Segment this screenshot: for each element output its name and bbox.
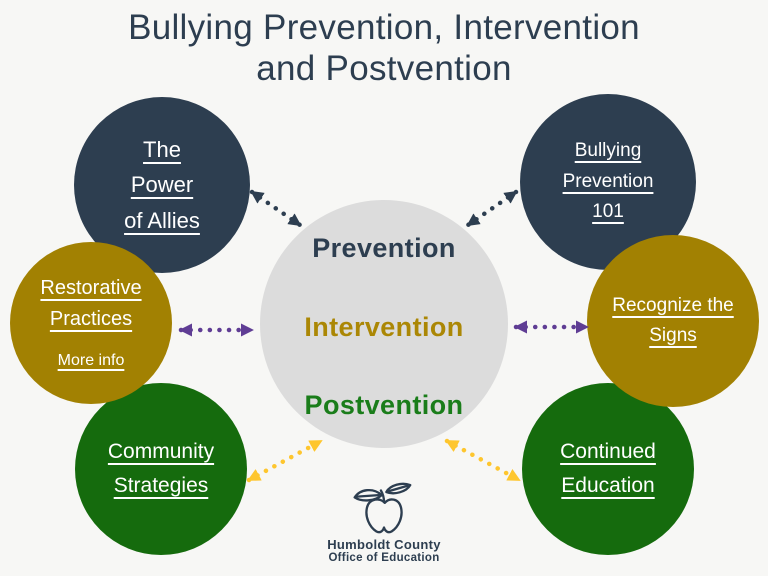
org-name: Humboldt County — [327, 537, 441, 552]
circle-recognize-the-signs[interactable]: Recognize the Signs — [587, 235, 759, 407]
link-line: Practices — [49, 307, 133, 330]
link-line: Restorative — [40, 276, 142, 299]
link-line: Community — [107, 440, 215, 464]
arrow-continued-center — [444, 438, 522, 483]
arrow-allies-center — [249, 189, 303, 228]
center-label-prevention: Prevention — [312, 233, 456, 263]
link-line: Strategies — [113, 474, 209, 497]
arrow-bullying101-center — [465, 189, 519, 228]
link-line: More info — [57, 351, 125, 369]
link-continued-education[interactable]: Continued Education — [560, 435, 656, 502]
link-line: Recognize the — [612, 294, 734, 316]
circle-continued-education[interactable]: Continued Education — [522, 383, 694, 555]
link-line: Signs — [649, 325, 697, 346]
page-title-line2: and Postvention — [256, 48, 512, 88]
link-bullying-prevention-101[interactable]: Bullying Prevention 101 — [563, 136, 654, 227]
link-line: The — [143, 136, 181, 162]
center-label-intervention: Intervention — [304, 311, 464, 342]
link-the-power-of-allies[interactable]: The Power of Allies — [124, 132, 200, 239]
circle-community-strategies[interactable]: Community Strategies — [75, 383, 247, 555]
link-line: 101 — [592, 201, 624, 223]
link-line: Continued — [560, 440, 656, 464]
apple-with-leaves-icon — [353, 482, 412, 534]
center-label-postvention: Postvention — [304, 390, 464, 420]
link-recognize-the-signs[interactable]: Recognize the Signs — [612, 291, 733, 352]
link-more-info[interactable]: More info — [58, 335, 125, 374]
link-community-strategies[interactable]: Community Strategies — [108, 435, 214, 502]
org-dept: Office of Education — [328, 552, 440, 564]
link-line: Prevention — [562, 170, 654, 192]
circle-restorative-practices[interactable]: Restorative Practices More info — [10, 242, 172, 404]
page-title: Bullying Prevention, Intervention and Po… — [0, 8, 768, 90]
arrow-community-center — [246, 438, 324, 483]
link-line: Bullying — [574, 140, 642, 162]
link-line: Education — [561, 474, 655, 497]
link-line: Power — [130, 172, 194, 198]
page-title-line1: Bullying Prevention, Intervention — [128, 8, 640, 47]
link-line: of Allies — [124, 207, 200, 233]
circle-the-power-of-allies[interactable]: The Power of Allies — [74, 97, 250, 273]
footer-logo: Humboldt County Office of Education — [289, 482, 479, 564]
center-circle: Prevention Intervention Postvention — [260, 200, 508, 448]
link-restorative-practices[interactable]: Restorative Practices — [40, 273, 141, 335]
